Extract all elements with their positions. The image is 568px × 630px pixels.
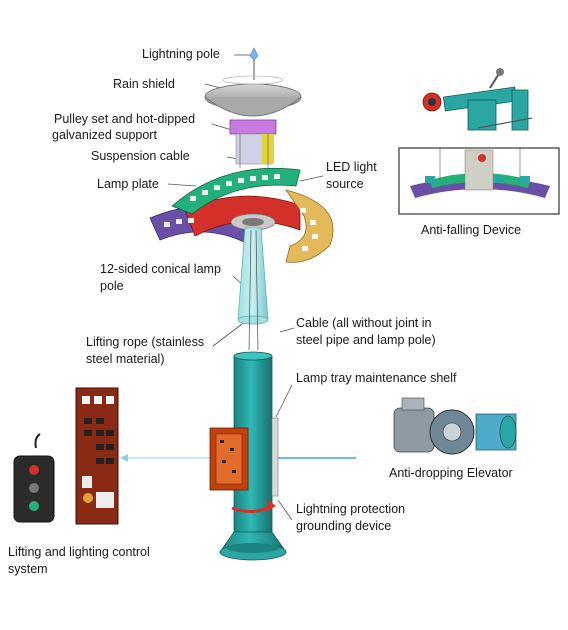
label-lamp-plate: Lamp plate <box>97 177 159 191</box>
label-rope-line1: Lifting rope (stainless <box>86 335 204 349</box>
conical-lamp-pole <box>237 227 269 351</box>
label-control-line1: Lifting and lighting control <box>8 545 150 559</box>
label-pulley-line1: Pulley set and hot-dipped <box>54 112 195 126</box>
control-system <box>13 387 119 525</box>
label-cable-line1: Cable (all without joint in <box>296 316 432 330</box>
label-control-line2: system <box>8 562 48 576</box>
pulley-support <box>229 119 277 168</box>
label-tray-shelf: Lamp tray maintenance shelf <box>296 371 457 385</box>
label-pulley-line2: galvanized support <box>52 128 157 142</box>
label-rope-line2: steel material) <box>86 352 165 366</box>
anti-dropping-elevator <box>393 397 517 455</box>
label-led-line2: source <box>326 177 364 191</box>
label-grounding-line1: Lightning protection <box>296 502 405 516</box>
anti-falling-mechanism <box>422 68 533 131</box>
label-conical-line1: 12-sided conical lamp <box>100 262 221 276</box>
label-grounding-line2: grounding device <box>296 519 391 533</box>
lightning-pole <box>249 47 259 80</box>
label-conical-line2: pole <box>100 279 124 293</box>
label-lightning-pole: Lightning pole <box>142 47 220 61</box>
main-pole <box>219 351 287 561</box>
label-led-line1: LED light <box>326 160 377 174</box>
anti-falling-device <box>398 147 560 215</box>
maintenance-shelf <box>209 417 279 513</box>
label-elevator: Anti-dropping Elevator <box>389 466 513 480</box>
label-rain-shield: Rain shield <box>113 77 175 91</box>
label-suspension-cable: Suspension cable <box>91 149 190 163</box>
rain-shield <box>204 75 302 117</box>
label-cable-line2: steel pipe and lamp pole) <box>296 333 436 347</box>
label-anti-falling: Anti-falling Device <box>421 223 521 237</box>
signal-lines <box>120 454 356 462</box>
lamp-plate <box>149 167 334 263</box>
